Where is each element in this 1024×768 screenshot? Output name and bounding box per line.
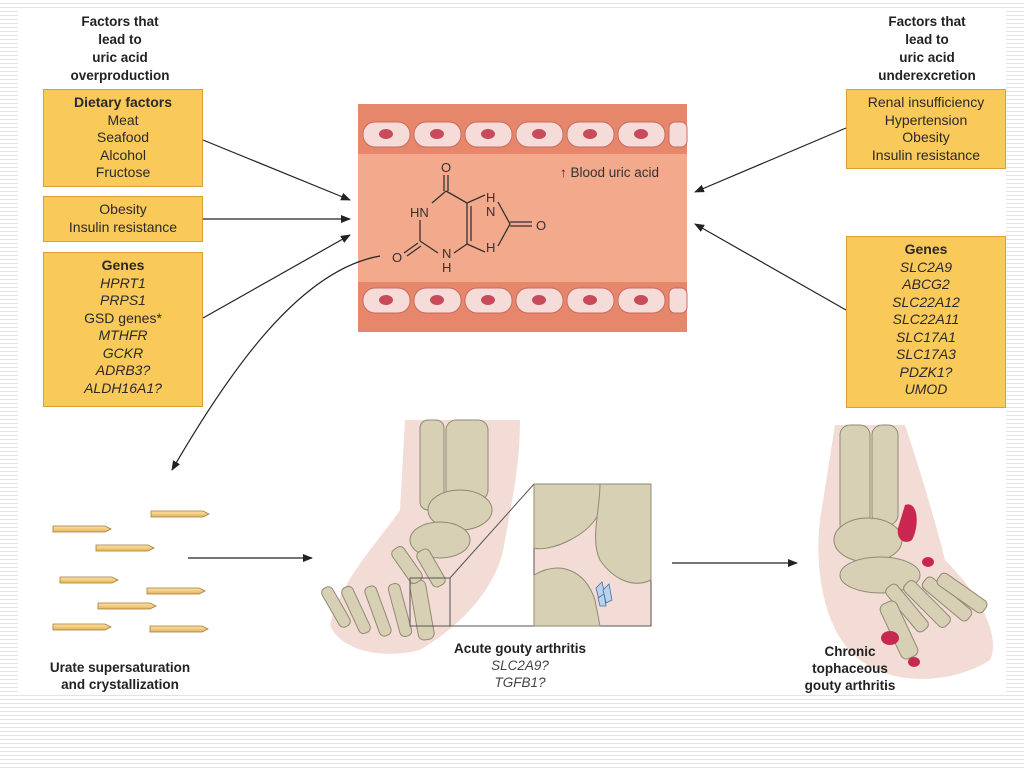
svg-text:HN: HN [410,205,429,220]
renal-factors-box: Renal insufficiency Hypertension Obesity… [846,89,1006,169]
acute-gout-foot [321,419,535,654]
joint-inset [533,483,652,627]
arrow-renal [694,127,847,193]
urate-crystals [52,510,210,633]
overproduction-genes-box: Genes HPRT1 PRPS1 GSD genes* MTHFR GCKR … [43,252,203,407]
arrow-genes-right [694,223,847,311]
chronic-gout-foot [818,424,993,679]
endothelial-cells-top [362,121,688,148]
svg-text:O: O [392,250,402,265]
tophi [881,504,934,667]
crystallization-caption: Urate supersaturation and crystallizatio… [49,660,191,692]
svg-text:N: N [442,246,451,261]
svg-text:N: N [486,204,495,219]
underexcretion-genes-box: Genes SLC2A9 ABCG2 SLC22A12 SLC22A11 SLC… [846,236,1006,408]
crystal-cluster [595,581,613,607]
chronic-gout-caption: Chronic tophaceous gouty arthritis [804,644,896,693]
dietary-factors-box: Dietary factors Meat Seafood Alcohol Fru… [43,89,203,187]
svg-text:H: H [486,240,495,255]
arrow-to-crystals [171,255,381,471]
svg-text:O: O [441,160,451,175]
acute-gout-caption: Acute gouty arthritis SLC2A9? TGFB1? [453,641,586,690]
uric-acid-molecule [403,175,532,257]
arrow-dietary [202,139,351,201]
svg-text:H: H [442,260,451,275]
uric-acid-atoms: O HN O N H H N H O [392,160,546,275]
obesity-insulin-box: Obesity Insulin resistance [43,196,203,242]
svg-text:O: O [536,218,546,233]
blood-uric-acid-label: ↑ Blood uric acid [560,165,659,180]
blood-vessel: ↑ Blood uric acid [358,104,688,332]
endothelial-cells-bottom [362,287,688,314]
input-arrows [171,127,847,567]
arrow-genes-left [202,234,351,319]
svg-text:H: H [486,190,495,205]
